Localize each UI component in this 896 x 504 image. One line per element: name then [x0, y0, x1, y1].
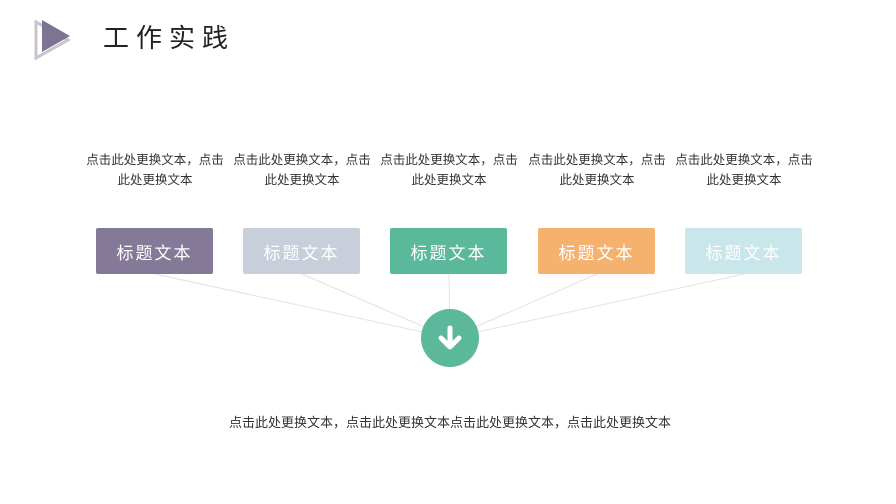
title-box-4[interactable]: 标题文本: [538, 228, 655, 274]
bottom-description: 点击此处更换文本，点击此处更换文本点击此处更换文本，点击此处更换文本: [228, 416, 671, 431]
column-text-1: 点击此处更换文本，点击此处更换文本: [86, 152, 224, 187]
title-box-3[interactable]: 标题文本: [390, 228, 507, 274]
column-text-5: 点击此处更换文本，点击此处更换文本: [675, 152, 813, 187]
arrow-down-icon: [438, 325, 462, 350]
column-text-2: 点击此处更换文本，点击此处更换文本: [233, 152, 371, 187]
title-box-2[interactable]: 标题文本: [243, 228, 360, 274]
play-triangle-icon: [34, 19, 72, 61]
title-box-5[interactable]: 标题文本: [685, 228, 802, 274]
page-title: 工作实践: [103, 24, 236, 54]
column-text-3: 点击此处更换文本，点击此处更换文本: [380, 152, 518, 187]
title-box-1[interactable]: 标题文本: [96, 228, 213, 274]
arrow-down-circle[interactable]: [421, 309, 479, 367]
column-text-4: 点击此处更换文本，点击此处更换文本: [528, 152, 666, 187]
